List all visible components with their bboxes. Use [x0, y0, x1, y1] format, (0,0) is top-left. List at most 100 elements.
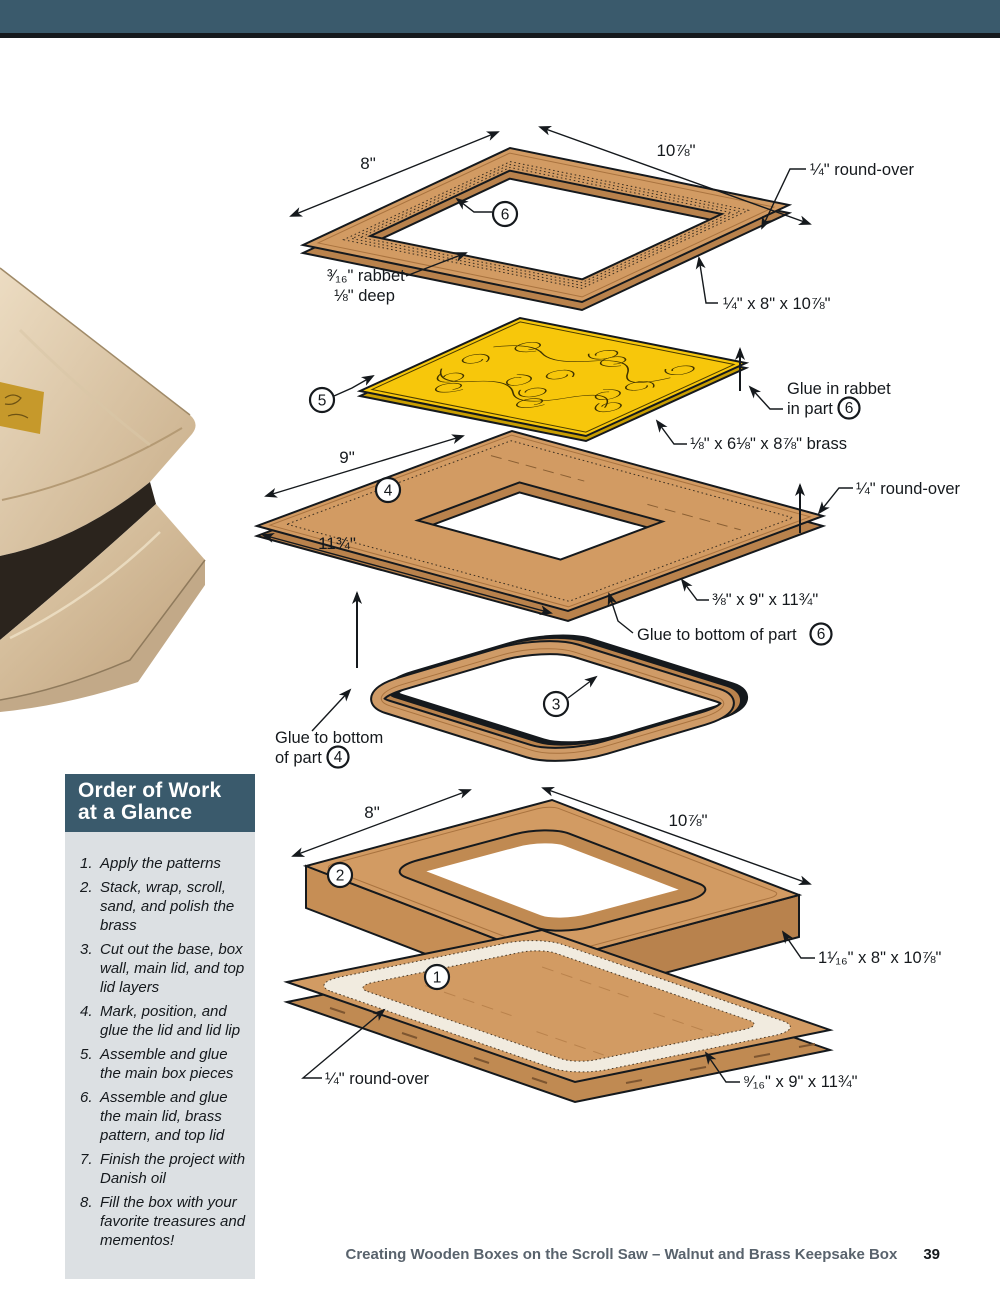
step-text: Fill the box with your favorite treasure…: [100, 1194, 246, 1249]
part2-number-circle: [326, 861, 354, 889]
part4-roundover-leader: [817, 487, 853, 515]
part1-roundover-label: ¼" round-over: [325, 1070, 430, 1088]
top-teal-band: [0, 0, 1000, 33]
part1-roundover-leader: [301, 1008, 386, 1079]
step-text: Apply the patterns: [100, 855, 221, 872]
part4-length-dim: 11¾": [318, 534, 356, 553]
part2-width-dim-line: [291, 789, 472, 857]
part3-number-circle: [542, 690, 570, 718]
part2-number: 2: [336, 868, 345, 885]
list-item: 6. Assemble and glue the main lid, brass…: [80, 1088, 247, 1145]
step-number: 7.: [80, 1151, 93, 1168]
part2-length-dim-line: [541, 787, 812, 885]
list-item: 2. Stack, wrap, scroll, sand, and polish…: [80, 878, 247, 935]
footer-page-number: 39: [923, 1246, 940, 1263]
part2-size-label: 1¹⁄₁₆" x 8" x 10⅞": [818, 949, 941, 967]
part6-length-dim: 10⅞": [656, 141, 695, 160]
part4-roundover-label: ¼" round-over: [856, 480, 961, 498]
part4-size-label: ⅜" x 9" x 11¾": [712, 591, 818, 609]
part4-length-dim-line: [261, 533, 553, 615]
part6-width-dim: 8": [360, 154, 376, 173]
part6-size-label: ¼" x 8" x 10⅞": [723, 295, 831, 313]
step-text: Mark, position, and glue the lid and lid…: [100, 1003, 241, 1039]
part4-glue-ref-circle: [809, 622, 833, 646]
order-of-work-list: 1. Apply the patterns 2. Stack, wrap, sc…: [65, 832, 255, 1279]
part4-glue-leader: [607, 592, 634, 634]
order-of-work-title-line1: Order of Work: [78, 779, 222, 802]
step-number: 2.: [80, 879, 93, 896]
part5-number: 5: [318, 393, 327, 410]
part6-top-lid: [303, 148, 789, 310]
part6-number-leader: [455, 197, 492, 213]
part6-roundover-leader: [761, 168, 806, 230]
part5-glue-ref-circle: [837, 396, 861, 420]
part6-size-leader: [695, 256, 718, 304]
step-text: Cut out the base, box wall, main lid, an…: [100, 941, 245, 996]
part3-glue-ref: 4: [334, 749, 343, 766]
step-number: 4.: [80, 1003, 93, 1020]
part2-size-leader: [781, 930, 815, 959]
part5-glue-label-1: Glue in rabbet: [787, 380, 891, 398]
step-number: 6.: [80, 1089, 93, 1106]
step-text: Stack, wrap, scroll, sand, and polish th…: [100, 879, 235, 934]
part3-glue-ref-circle: [326, 745, 350, 769]
part4-size-leader: [680, 578, 709, 601]
list-item: 3. Cut out the base, box wall, main lid,…: [80, 940, 247, 997]
part4-glue-ref: 6: [817, 626, 826, 643]
part4-width-dim-line: [264, 434, 465, 498]
top-black-rule: [0, 33, 1000, 38]
part3-lid-lip: [353, 635, 765, 761]
list-item: 7. Finish the project with Danish oil: [80, 1150, 247, 1188]
part5-number-leader: [333, 375, 375, 397]
order-of-work-title: Order of Work at a Glance: [65, 774, 255, 832]
part6-width-dim-line: [289, 131, 500, 217]
part6-length-dim-line: [538, 126, 812, 225]
part6-roundover-label: ¼" round-over: [810, 161, 915, 179]
part3-glue-label-2: of part: [275, 749, 322, 767]
part2-length-dim: 10⅞": [668, 811, 707, 830]
part1-edge-grain: [329, 1007, 816, 1084]
part1-size-leader: [704, 1051, 740, 1083]
part5-glue-leader: [748, 385, 783, 410]
step-number: 5.: [80, 1046, 93, 1063]
part6-rabbet-leader: [405, 252, 468, 277]
step-text: Assemble and glue the main box pieces: [100, 1046, 234, 1082]
list-item: 8. Fill the box with your favorite treas…: [80, 1193, 247, 1250]
part3-glue-label-1: Glue to bottom: [275, 729, 383, 747]
keepsake-box-photo: [0, 267, 206, 712]
part5-size-label: ⅛" x 6⅛" x 8⅞" brass: [690, 435, 847, 453]
part5-number-circle: [308, 386, 336, 414]
order-of-work-title-line2: at a Glance: [78, 801, 193, 824]
part3-glue-leader: [311, 688, 352, 732]
part5-size-leader: [655, 419, 687, 445]
brass-scrollwork: [429, 339, 700, 415]
part5-glue-ref: 6: [845, 400, 854, 417]
list-item: 5. Assemble and glue the main box pieces: [80, 1045, 247, 1083]
step-text: Finish the project with Danish oil: [100, 1151, 246, 1187]
part6-rabbet-label-1: ³⁄₁₆" rabbet: [327, 267, 405, 285]
list-item: 4. Mark, position, and glue the lid and …: [80, 1002, 247, 1040]
step-number: 8.: [80, 1194, 93, 1211]
part6-rabbet-label-2: ⅛" deep: [334, 287, 395, 305]
part5-glue-label-2: in part: [787, 400, 833, 418]
order-of-work-panel: Order of Work at a Glance 1. Apply the p…: [65, 774, 255, 1279]
part3-number: 3: [552, 697, 561, 714]
step-number: 1.: [80, 855, 93, 872]
step-text: Assemble and glue the main lid, brass pa…: [100, 1089, 228, 1144]
part6-number-circle: [491, 200, 519, 228]
list-item: 1. Apply the patterns: [80, 854, 247, 873]
step-number: 3.: [80, 941, 93, 958]
part1-number: 1: [433, 970, 442, 987]
part4-width-dim: 9": [339, 448, 355, 467]
part6-number: 6: [501, 207, 510, 224]
page-footer: Creating Wooden Boxes on the Scroll Saw …: [0, 1246, 941, 1263]
part1-base: [287, 930, 830, 1102]
part4-number: 4: [384, 483, 393, 500]
photo-brass-inlay: [0, 382, 44, 434]
part4-number-circle: [374, 476, 402, 504]
footer-book-title: Creating Wooden Boxes on the Scroll Saw …: [345, 1246, 898, 1263]
part4-glue-label: Glue to bottom of part: [637, 626, 797, 644]
part1-number-circle: [423, 963, 451, 991]
part4-grain-dashes: [482, 456, 751, 530]
